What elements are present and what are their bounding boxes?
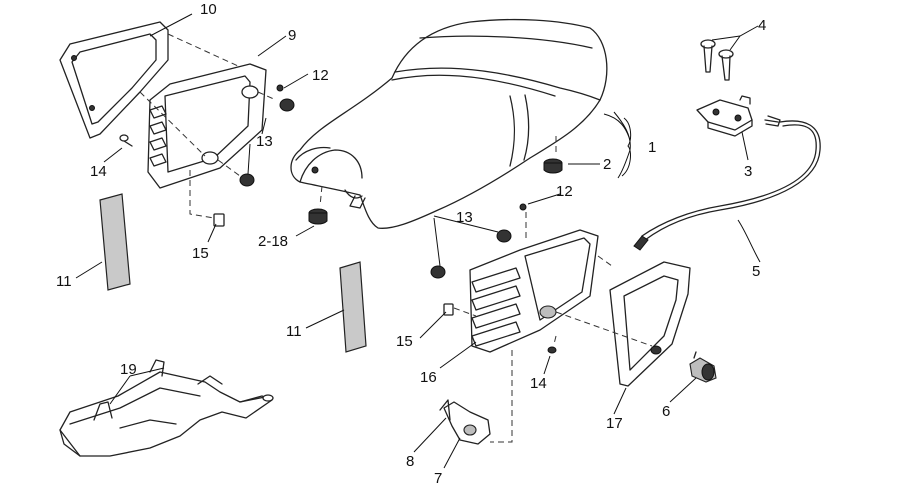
callout-1-bracket [621, 117, 632, 177]
callout-19: 19 [120, 361, 137, 378]
seat-lock-bracket [696, 95, 781, 137]
leader-lines [75, 13, 761, 469]
callout-14-right: 14 [530, 375, 547, 392]
callout-14-left: 14 [90, 163, 107, 180]
right-airbox-cover [469, 229, 599, 353]
grommet-13-left [239, 98, 295, 187]
lock-cylinder [689, 351, 717, 383]
callout-7: 7 [434, 470, 442, 487]
callout-4: 4 [758, 17, 766, 34]
callout-12-left: 12 [312, 67, 329, 84]
seat-release-cable [633, 120, 821, 251]
assembly-lines [139, 33, 653, 443]
callouts: 10 9 12 13 14 15 11 2-18 11 19 2 1 4 3 5… [56, 1, 766, 487]
screw-14-left [119, 134, 133, 147]
clip-15-left [213, 213, 225, 227]
screw-14-right [547, 346, 557, 354]
callout-8: 8 [406, 453, 414, 470]
callout-6: 6 [662, 403, 670, 420]
callout-11-center: 11 [286, 323, 302, 340]
callout-13-left: 13 [256, 133, 273, 150]
callout-17: 17 [606, 415, 623, 432]
callout-1: 1 [648, 139, 656, 156]
callout-15-left: 15 [192, 245, 209, 262]
callout-12-right: 12 [556, 183, 573, 200]
callout-13-right: 13 [456, 209, 473, 226]
callout-11-left: 11 [56, 273, 72, 290]
callout-10: 10 [200, 1, 217, 18]
screw-pair [700, 39, 734, 81]
callout-15-right: 15 [396, 333, 413, 350]
filter-mesh-left [99, 193, 131, 291]
washer-12-right [519, 203, 527, 211]
grommet-13-right [430, 229, 512, 279]
seat-part [290, 18, 608, 229]
callout-3: 3 [744, 163, 752, 180]
callout-9: 9 [288, 27, 296, 44]
subframe-tray [59, 359, 274, 457]
washer-12-left [276, 84, 284, 92]
bracket-7-8 [439, 399, 491, 445]
rubber-buffer-2 [543, 158, 563, 174]
callout-2: 2 [603, 156, 611, 173]
left-side-cover [59, 21, 169, 139]
callout-2-18: 2-18 [258, 233, 288, 250]
callout-16: 16 [420, 369, 437, 386]
filter-mesh-center [339, 261, 367, 353]
rubber-buffer-2-18 [308, 208, 328, 225]
callout-5: 5 [752, 263, 760, 280]
right-side-cover [609, 261, 691, 387]
